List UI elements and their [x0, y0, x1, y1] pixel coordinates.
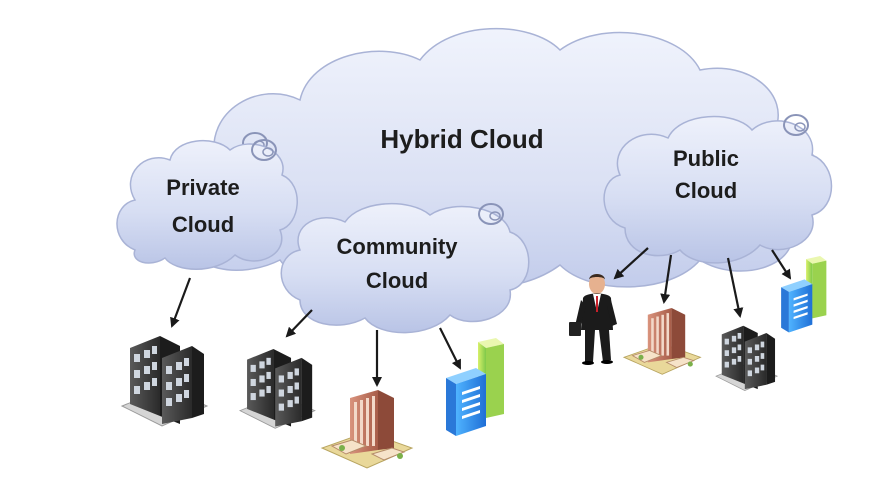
office-building-brick-icon [320, 390, 414, 469]
private-cloud-label-line1: Private [166, 175, 239, 200]
private-cloud: Private Cloud [116, 139, 298, 270]
cloud-swirl-icon [251, 139, 277, 161]
community-cloud-label-line2: Cloud [366, 268, 428, 293]
office-tower-blue-icon [446, 338, 504, 436]
arrow-community-to-blue [439, 327, 461, 370]
arrow-public-to-brick [660, 254, 673, 304]
office-tower-gray-icon [715, 325, 779, 391]
hybrid-cloud-label: Hybrid Cloud [380, 124, 543, 154]
businessman-icon [569, 274, 617, 365]
arrow-private-to-tower [170, 277, 192, 328]
public-cloud-label-line2: Cloud [675, 178, 737, 203]
office-building-brick-icon [622, 308, 702, 375]
arrow-public-to-blue [771, 249, 792, 280]
office-tower-gray-icon [120, 336, 209, 427]
office-tower-gray-icon [238, 349, 316, 429]
community-cloud: Community Cloud [280, 202, 530, 334]
office-tower-blue-icon [781, 256, 827, 333]
cloud-swirl-icon [478, 203, 504, 225]
private-cloud-label-line2: Cloud [172, 212, 234, 237]
arrow-public-to-tower [726, 257, 744, 318]
cloud-swirl-icon [783, 114, 809, 136]
arrow-community-to-tower [285, 309, 313, 338]
community-cloud-label-line1: Community [337, 234, 459, 259]
public-cloud: Public Cloud [603, 114, 833, 264]
connection-arrows [170, 247, 792, 387]
public-cloud-label-line1: Public [673, 146, 739, 171]
arrow-public-to-person [613, 247, 649, 280]
